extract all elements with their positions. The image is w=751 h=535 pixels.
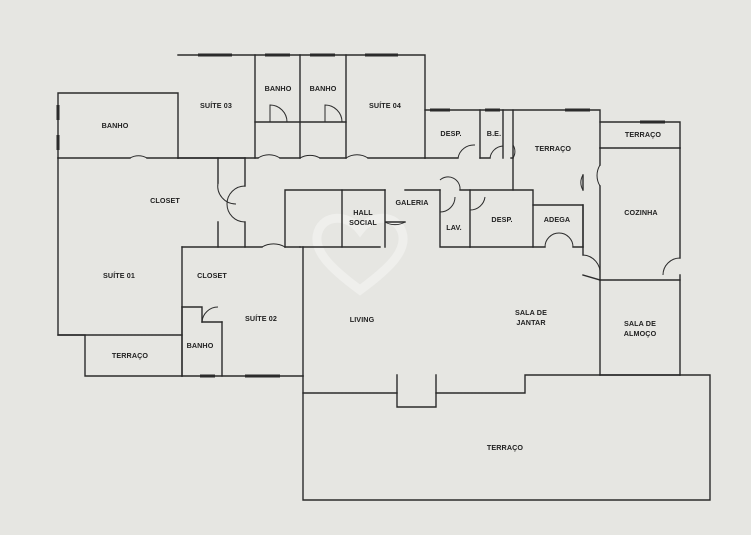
label-banho-02: BANHO <box>187 341 214 350</box>
doors <box>129 104 681 323</box>
label-hall-social-2: SOCIAL <box>349 218 377 227</box>
label-banho-master: BANHO <box>102 121 129 130</box>
watermark-heart-icon <box>312 213 408 296</box>
label-suite-01: SUÍTE 01 <box>103 271 135 280</box>
label-terraco-main: TERRAÇO <box>487 443 524 452</box>
label-sala-almoco-1: SALA DE <box>624 319 656 328</box>
walls <box>57 54 711 501</box>
label-suite-02: SUÍTE 02 <box>245 314 277 323</box>
label-suite-03: SUÍTE 03 <box>200 101 232 110</box>
label-terraco-kitchen: TERRAÇO <box>625 130 662 139</box>
open-lines <box>85 147 680 394</box>
label-terraco-suite01: TERRAÇO <box>112 351 149 360</box>
windows <box>56 53 665 378</box>
label-cozinha: COZINHA <box>624 208 657 217</box>
label-adega: ADEGA <box>544 215 570 224</box>
label-sala-jantar-2: JANTAR <box>516 318 546 327</box>
room-labels: BANHO SUÍTE 03 BANHO BANHO SUÍTE 04 DESP… <box>102 84 662 452</box>
label-terraco-service: TERRAÇO <box>535 144 572 153</box>
label-closet-02: CLOSET <box>197 271 227 280</box>
label-sala-almoco-2: ALMOÇO <box>624 329 657 338</box>
label-hall-social-1: HALL <box>353 208 373 217</box>
label-sala-jantar-1: SALA DE <box>515 308 547 317</box>
label-closet-master: CLOSET <box>150 196 180 205</box>
label-banho-b: BANHO <box>310 84 337 93</box>
label-desp-mid: DESP. <box>491 215 512 224</box>
label-suite-04: SUÍTE 04 <box>369 101 401 110</box>
label-lav: LAV. <box>446 223 462 232</box>
label-be: B.E. <box>487 129 501 138</box>
label-living: LIVING <box>350 315 375 324</box>
label-banho-a: BANHO <box>265 84 292 93</box>
label-galeria: GALERIA <box>395 198 428 207</box>
label-desp-top: DESP. <box>440 129 461 138</box>
